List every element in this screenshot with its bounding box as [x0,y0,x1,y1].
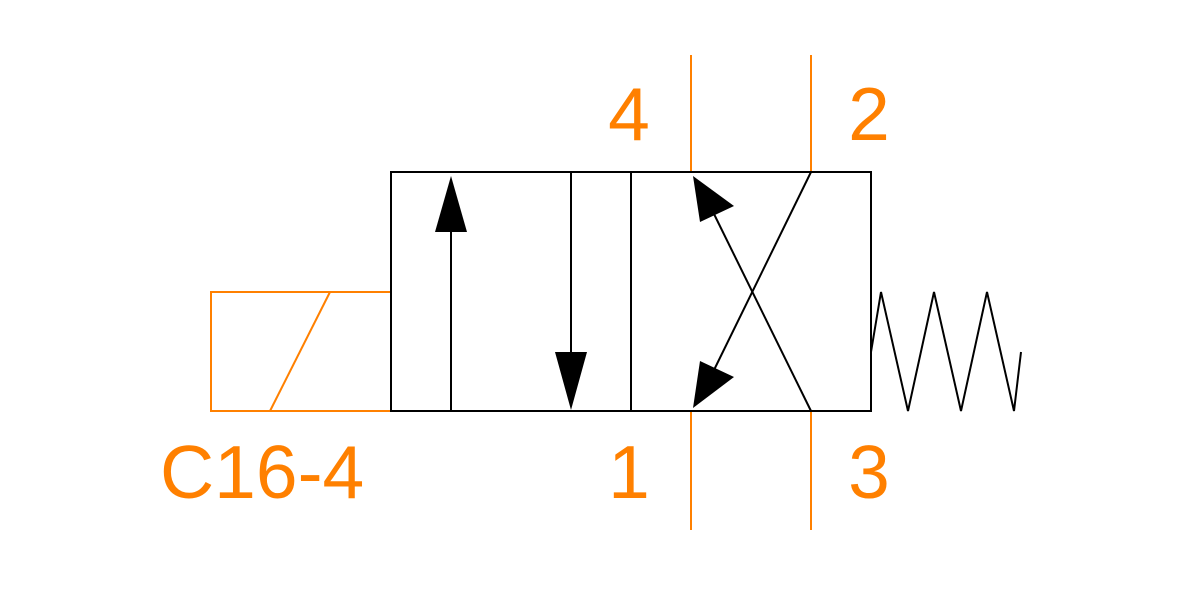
flow-arrow-down [555,172,587,410]
port-label-4: 4 [608,72,650,156]
model-label: C16-4 [160,430,364,514]
spring-icon [870,291,1022,412]
cross-arrow-to-port-1 [693,171,812,408]
cross-arrow-to-port-4 [693,176,812,412]
port-label-2: 2 [848,72,890,156]
port-label-3: 3 [848,430,890,514]
port-label-1: 1 [608,430,650,514]
solenoid-icon [210,291,392,412]
flow-arrow-up [435,176,467,411]
